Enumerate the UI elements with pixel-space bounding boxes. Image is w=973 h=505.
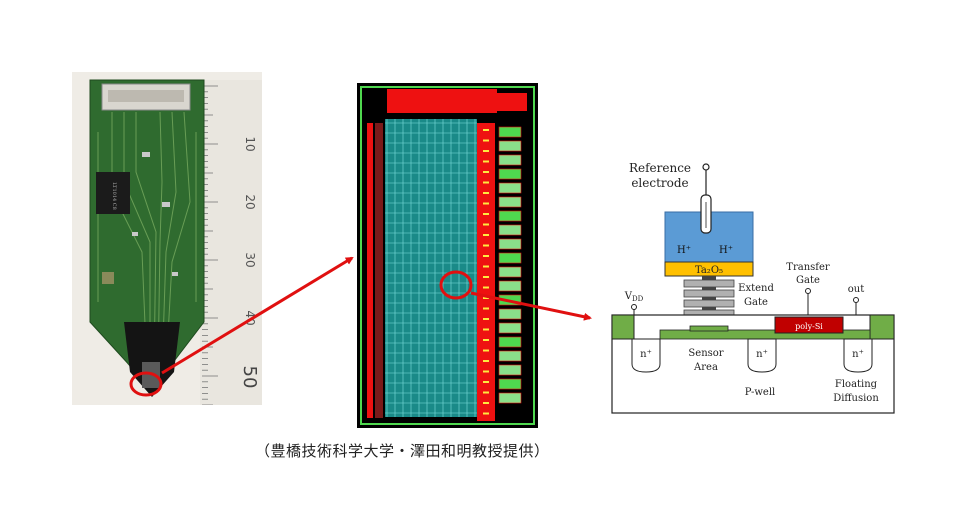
sensor-cross-section-diagram: Reference electrode H⁺ H⁺ Ta₂O₅ Extend G… bbox=[598, 150, 898, 420]
p-well-label: P-well bbox=[745, 387, 775, 398]
chip-layout-image bbox=[357, 83, 538, 428]
sensor-area-label-line2: Area bbox=[693, 362, 718, 373]
ruler-number-20: 20 bbox=[243, 194, 257, 209]
reference-electrode-label-line1: Reference bbox=[629, 161, 691, 175]
ion-right: H⁺ bbox=[719, 245, 733, 256]
ic-chip-marking: LT1014 C8 bbox=[111, 182, 117, 210]
arrow-layout-to-cross-section bbox=[470, 291, 592, 321]
sensor-tip-encapsulation bbox=[124, 322, 180, 397]
ruler-number-30: 30 bbox=[243, 252, 257, 267]
reference-electrode-label-line2: electrode bbox=[631, 176, 688, 190]
layout-highlight-circle bbox=[439, 270, 473, 300]
image-credit-caption: （豊橋技術科学大学・澤田和明教授提供） bbox=[255, 442, 550, 460]
n-plus-right-label: n⁺ bbox=[852, 349, 864, 360]
n-plus-middle-label: n⁺ bbox=[756, 349, 768, 360]
arrow-photo-to-layout bbox=[161, 256, 354, 375]
out-terminal bbox=[853, 297, 859, 303]
out-label: out bbox=[848, 284, 864, 295]
n-plus-right bbox=[843, 338, 873, 373]
sensor-highlight-circle bbox=[129, 371, 163, 397]
sensor-probe-photo: 10 20 30 40 50 LT1014 C8 bbox=[72, 72, 262, 405]
field-oxide-left bbox=[611, 314, 635, 340]
ic-chip bbox=[96, 172, 130, 214]
ta2o5-label: Ta₂O₅ bbox=[695, 265, 723, 276]
field-oxide-right bbox=[869, 314, 895, 340]
poly-si-gate bbox=[774, 316, 844, 334]
ion-left: H⁺ bbox=[677, 245, 691, 256]
transfer-gate-label-line1: Transfer bbox=[786, 262, 830, 273]
poly-si-label: poly-Si bbox=[795, 322, 823, 331]
floating-diffusion-label-line1: Floating bbox=[835, 379, 878, 390]
chip-layout-svg bbox=[357, 83, 538, 428]
vdd-terminal bbox=[631, 304, 637, 310]
n-plus-left bbox=[631, 338, 661, 373]
transfer-gate-label-line2: Gate bbox=[796, 275, 820, 286]
sensor-probe-photo-svg: 10 20 30 40 50 LT1014 C8 bbox=[72, 72, 262, 405]
extend-gate-label-line2: Gate bbox=[744, 297, 768, 308]
n-plus-left-label: n⁺ bbox=[640, 349, 652, 360]
sensor-area-label-line1: Sensor bbox=[688, 348, 723, 359]
extend-gate-label-line1: Extend bbox=[738, 283, 774, 294]
floating-diffusion-label-line2: Diffusion bbox=[833, 393, 879, 404]
reference-electrode-terminal bbox=[702, 163, 710, 171]
ruler-number-50: 50 bbox=[239, 366, 260, 389]
vdd-label: VDD bbox=[624, 291, 644, 303]
ruler-number-10: 10 bbox=[243, 136, 257, 151]
n-plus-middle bbox=[747, 338, 777, 373]
cross-section-svg: Reference electrode H⁺ H⁺ Ta₂O₅ Extend G… bbox=[611, 161, 895, 414]
transfer-gate-terminal bbox=[805, 288, 811, 294]
